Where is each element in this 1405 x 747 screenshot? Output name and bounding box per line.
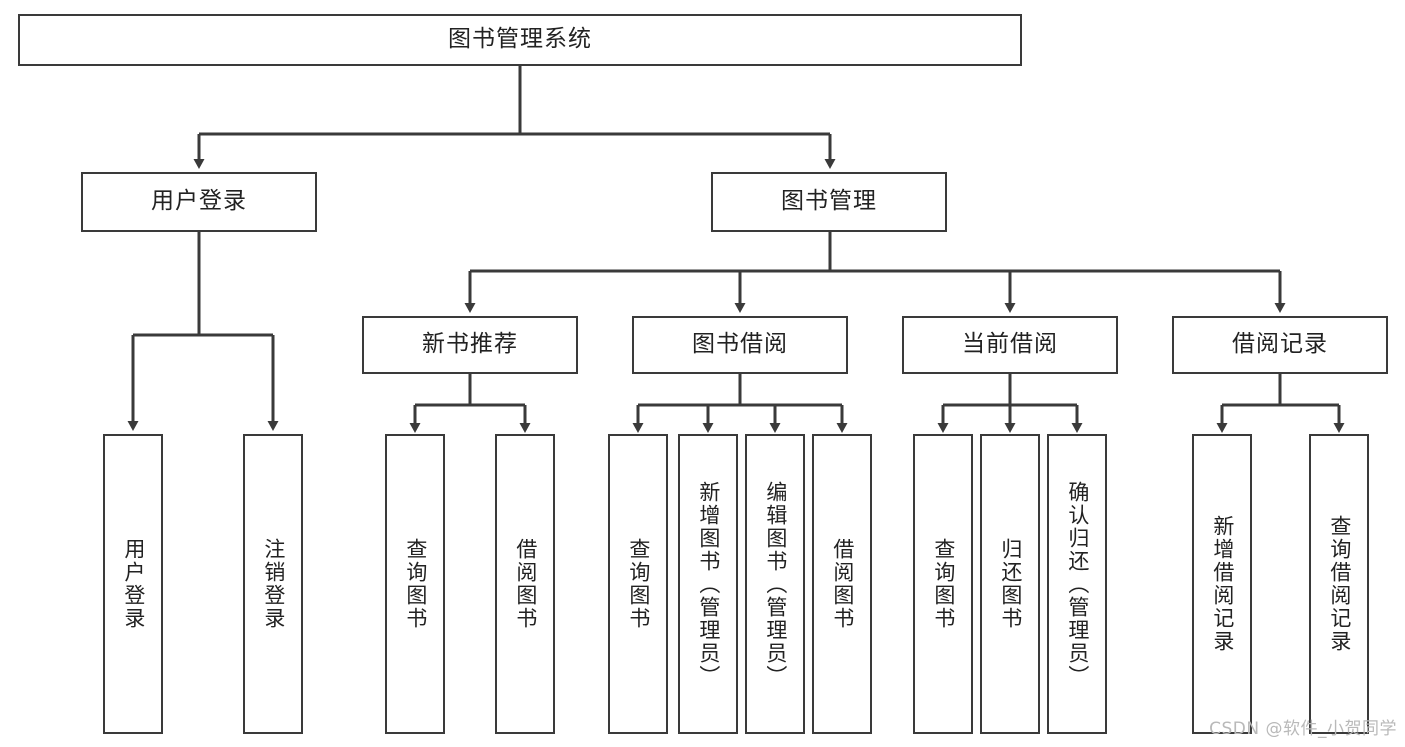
node-root-label: 图书管理系统 [448,26,592,53]
node-current-borrow[interactable]: 当前借阅 [902,316,1118,374]
leaf-book-borrow-3-label: 编辑图书（管理员） [763,480,788,688]
node-new-book-recommend-label: 新书推荐 [422,331,518,358]
leaf-new-book-1-label: 查询图书 [403,538,428,630]
node-new-book-recommend[interactable]: 新书推荐 [362,316,578,374]
leaf-book-borrow-1[interactable]: 查询图书 [608,434,668,734]
leaf-borrow-records-1-label: 新增借阅记录 [1210,515,1235,653]
node-book-manage[interactable]: 图书管理 [711,172,947,232]
node-book-borrow-label: 图书借阅 [692,331,788,358]
node-book-manage-label: 图书管理 [781,188,877,215]
leaf-book-borrow-1-label: 查询图书 [626,538,651,630]
leaf-book-borrow-4-label: 借阅图书 [830,538,855,630]
node-user-login[interactable]: 用户登录 [81,172,317,232]
node-user-login-label: 用户登录 [151,188,247,215]
leaf-user-login-2-label: 注销登录 [261,538,286,630]
leaf-current-borrow-2-label: 归还图书 [998,538,1023,630]
node-borrow-records[interactable]: 借阅记录 [1172,316,1388,374]
leaf-current-borrow-1[interactable]: 查询图书 [913,434,973,734]
leaf-current-borrow-2[interactable]: 归还图书 [980,434,1040,734]
leaf-current-borrow-3[interactable]: 确认归还（管理员） [1047,434,1107,734]
leaf-book-borrow-2[interactable]: 新增图书（管理员） [678,434,738,734]
leaf-book-borrow-2-label: 新增图书（管理员） [696,480,721,688]
leaf-user-login-2[interactable]: 注销登录 [243,434,303,734]
leaf-borrow-records-2-label: 查询借阅记录 [1327,515,1352,653]
node-root[interactable]: 图书管理系统 [18,14,1022,66]
leaf-user-login-1[interactable]: 用户登录 [103,434,163,734]
node-book-borrow[interactable]: 图书借阅 [632,316,848,374]
leaf-new-book-2[interactable]: 借阅图书 [495,434,555,734]
leaf-borrow-records-1[interactable]: 新增借阅记录 [1192,434,1252,734]
leaf-new-book-2-label: 借阅图书 [513,538,538,630]
node-current-borrow-label: 当前借阅 [962,331,1058,358]
leaf-book-borrow-4[interactable]: 借阅图书 [812,434,872,734]
node-borrow-records-label: 借阅记录 [1232,331,1328,358]
leaf-new-book-1[interactable]: 查询图书 [385,434,445,734]
watermark: CSDN @软件_小贺同学 [1209,719,1397,739]
leaf-current-borrow-3-label: 确认归还（管理员） [1065,480,1090,688]
leaf-borrow-records-2[interactable]: 查询借阅记录 [1309,434,1369,734]
leaf-current-borrow-1-label: 查询图书 [931,538,956,630]
leaf-user-login-1-label: 用户登录 [121,538,146,630]
leaf-book-borrow-3[interactable]: 编辑图书（管理员） [745,434,805,734]
